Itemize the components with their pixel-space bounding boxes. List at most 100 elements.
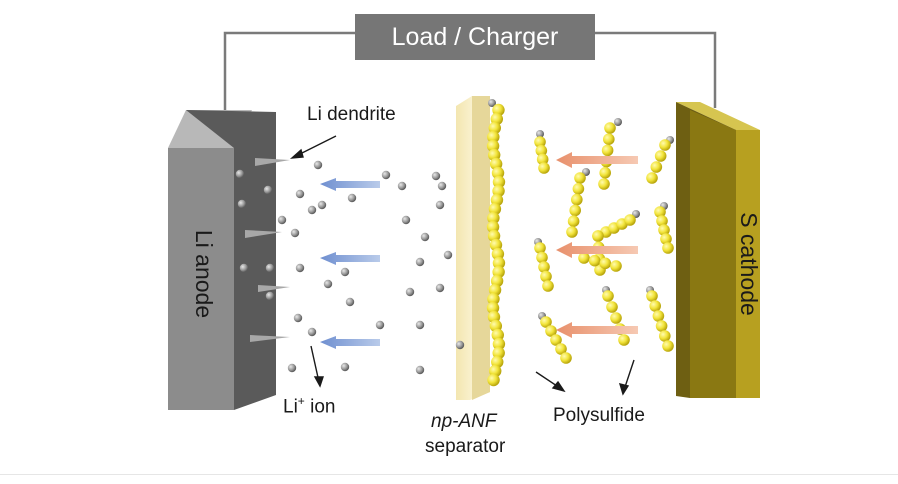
sulfur-sphere bbox=[534, 136, 546, 148]
s-cathode-text: S cathode bbox=[736, 212, 762, 316]
sulfur-sphere bbox=[659, 139, 671, 151]
polysulfide-text: Polysulfide bbox=[553, 405, 645, 426]
sulfur-sphere bbox=[655, 320, 668, 332]
sulfur-sphere bbox=[566, 226, 578, 238]
sulfur-sphere bbox=[598, 178, 610, 190]
sulfur-sphere bbox=[487, 373, 500, 387]
sulfur-sphere bbox=[650, 161, 663, 173]
li-ion-sphere bbox=[420, 232, 430, 242]
li-ion-suffix-text: ion bbox=[304, 396, 336, 418]
blue-arrow-middle bbox=[320, 252, 380, 265]
li-ion-sphere bbox=[307, 327, 317, 337]
polysulfide-chain bbox=[602, 286, 630, 346]
sulfur-sphere bbox=[654, 150, 667, 162]
sulfur-sphere bbox=[567, 215, 580, 227]
li-ion-sphere bbox=[340, 267, 350, 277]
sulfur-sphere bbox=[569, 204, 581, 217]
sulfur-sphere bbox=[538, 162, 550, 174]
li-ion-sphere bbox=[345, 297, 355, 307]
s-cathode-label: S cathode bbox=[734, 208, 762, 320]
separator-word-text: separator bbox=[425, 436, 506, 457]
sulfur-sphere bbox=[487, 292, 500, 306]
polysulfide-chain bbox=[578, 252, 622, 272]
sulfur-sphere bbox=[624, 214, 636, 226]
li-ion-sphere bbox=[287, 363, 297, 373]
li-ion-sphere bbox=[415, 320, 425, 330]
li-anode-electrode bbox=[168, 110, 276, 410]
li-ion-sphere bbox=[415, 365, 425, 375]
separator-name-text: np-ANF bbox=[431, 411, 497, 432]
li-ion-sphere bbox=[295, 263, 305, 273]
sulfur-sphere bbox=[588, 254, 601, 267]
li-ion-sphere bbox=[265, 263, 275, 273]
li-ion-sphere bbox=[295, 189, 305, 199]
sulfur-sphere bbox=[487, 130, 500, 144]
li-ion-sphere bbox=[381, 170, 391, 180]
sulfur-sphere bbox=[555, 343, 567, 355]
li-ion-label: Li+ ion bbox=[283, 394, 335, 418]
sulfur-sphere bbox=[545, 325, 557, 337]
sulfur-sphere bbox=[492, 175, 506, 189]
li-ion-sphere bbox=[263, 185, 273, 195]
li-ion-sphere bbox=[323, 279, 333, 289]
separator-name-label: np-ANF bbox=[431, 411, 496, 433]
sulfur-sphere bbox=[536, 153, 549, 166]
polysulfide-chain bbox=[646, 136, 674, 184]
blue-arrow-top bbox=[320, 178, 380, 191]
orange-arrow-middle bbox=[556, 242, 638, 258]
polysulfide-chain bbox=[486, 99, 506, 387]
sulfur-sphere bbox=[602, 290, 614, 302]
li-ion-sphere bbox=[443, 250, 453, 260]
li-ion-sphere bbox=[614, 118, 622, 126]
li-ion-sphere bbox=[488, 99, 496, 107]
li-ion-sphere bbox=[239, 263, 249, 273]
li-ion-flow-arrows bbox=[320, 178, 380, 349]
sulfur-sphere bbox=[610, 260, 622, 272]
polysulfide-chain bbox=[598, 118, 622, 190]
li-ion-sphere bbox=[375, 320, 385, 330]
li-ion-sphere bbox=[397, 181, 407, 191]
sulfur-sphere bbox=[654, 206, 666, 218]
li-dendrite-label: Li dendrite bbox=[307, 104, 396, 126]
li-ion-sphere bbox=[435, 200, 445, 210]
polysulfide-chain bbox=[654, 202, 674, 254]
sulfur-sphere bbox=[610, 312, 622, 324]
sulfur-sphere bbox=[486, 220, 500, 234]
polysulfide-chain bbox=[534, 238, 554, 292]
sulfur-sphere bbox=[660, 233, 672, 245]
polysulfide-chains-group bbox=[486, 99, 674, 387]
bottom-divider bbox=[0, 474, 898, 475]
orange-arrow-top bbox=[556, 152, 638, 168]
sulfur-sphere bbox=[540, 270, 552, 283]
li-dendrites bbox=[245, 158, 290, 342]
sulfur-sphere bbox=[540, 316, 552, 328]
blue-arrow-bottom bbox=[320, 336, 380, 349]
li-ion-sphere bbox=[307, 205, 317, 215]
li-ion-sphere bbox=[317, 200, 327, 210]
li-ion-sphere bbox=[455, 340, 465, 350]
sulfur-sphere bbox=[646, 290, 658, 302]
li-ion-sphere bbox=[277, 215, 287, 225]
pointer-arrows bbox=[289, 135, 635, 396]
li-ion-sphere bbox=[405, 287, 415, 297]
li-anode-text: Li anode bbox=[191, 229, 217, 319]
load-charger-box: Load / Charger bbox=[355, 14, 595, 60]
sulfur-sphere bbox=[550, 334, 562, 346]
li-ion-sphere bbox=[431, 171, 441, 181]
sulfur-sphere bbox=[534, 242, 546, 254]
sulfur-sphere bbox=[578, 252, 590, 264]
sulfur-sphere bbox=[486, 301, 500, 315]
li-ions-group bbox=[235, 160, 465, 375]
sulfur-sphere bbox=[486, 139, 500, 153]
sulfur-sphere bbox=[662, 340, 674, 352]
sulfur-sphere bbox=[560, 352, 572, 364]
sulfur-sphere bbox=[538, 261, 550, 273]
sulfur-sphere bbox=[572, 183, 585, 195]
sulfur-sphere bbox=[652, 310, 665, 322]
polysulfide-chain bbox=[538, 312, 572, 364]
polysulfide-chain bbox=[566, 168, 590, 238]
load-charger-label: Load / Charger bbox=[391, 22, 559, 51]
sulfur-sphere bbox=[599, 257, 612, 270]
sulfur-sphere bbox=[656, 215, 668, 227]
